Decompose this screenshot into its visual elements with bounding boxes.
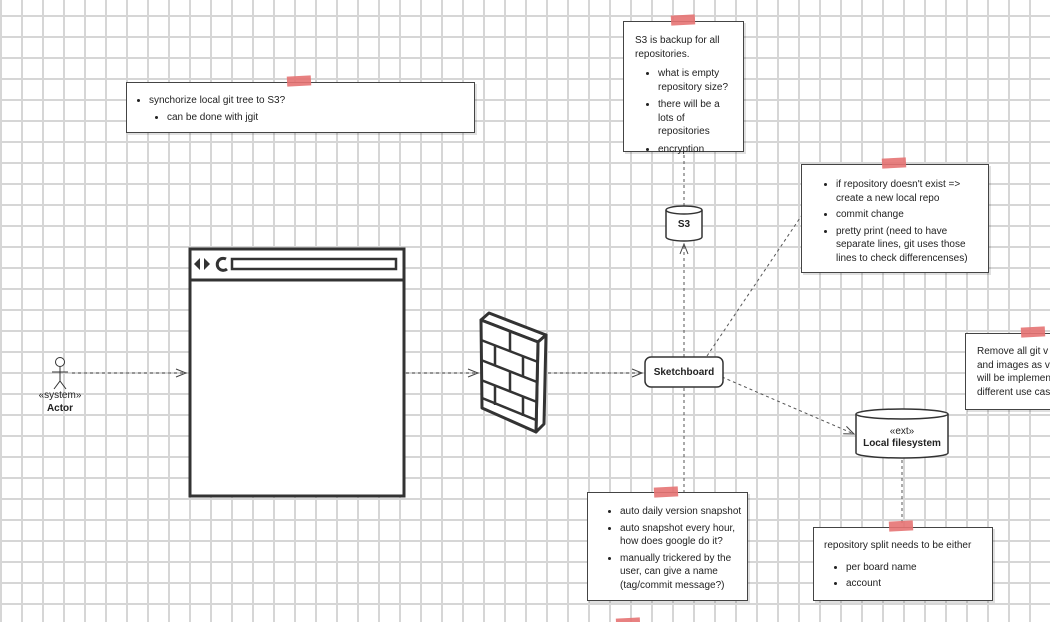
actor-icon[interactable] [52, 357, 68, 390]
browser-window-icon[interactable] [188, 247, 406, 498]
tape-decoration [670, 14, 696, 26]
note-s3-backup[interactable]: S3 is backup for all repositories. what … [623, 21, 744, 155]
s3-label: S3 [677, 219, 691, 230]
local-filesystem-database-icon[interactable] [855, 408, 949, 459]
note-remove[interactable]: Remove all git v and images as v will be… [965, 333, 1050, 410]
list-item: if repository doesn't exist => create a … [836, 178, 984, 205]
list-item: manually trickered by the user, can give… [620, 552, 747, 593]
connector-sketchboard-localfs [721, 376, 854, 434]
note-split[interactable]: repository split needs to be either per … [813, 527, 993, 601]
sketchboard-label: Sketchboard [653, 367, 715, 378]
note-sync-subitem: can be done with jgit [167, 111, 466, 125]
note-remove-text: Remove all git v and images as v will be… [977, 346, 1050, 398]
list-item: auto snapshot every hour, how does googl… [620, 522, 747, 549]
tape-decoration [653, 486, 679, 498]
list-item: auto daily version snapshot [620, 505, 747, 519]
tape-decoration [881, 157, 907, 169]
list-item: encryption [658, 143, 737, 157]
note-sync[interactable]: synchorize local git tree to S3? can be … [126, 82, 475, 133]
list-item: account [846, 577, 986, 591]
firewall-icon[interactable] [479, 311, 548, 434]
s3-database-icon[interactable] [665, 205, 703, 242]
sketchboard-box[interactable] [644, 356, 724, 388]
local-filesystem-stereotype: «ext» [889, 426, 915, 437]
tape-decoration [286, 75, 312, 87]
note-s3-backup-text: S3 is backup for all repositories. [635, 35, 720, 60]
actor-stereotype: «system» [38, 390, 82, 401]
tape-decoration [615, 617, 641, 622]
note-split-text: repository split needs to be either [824, 540, 972, 551]
tape-decoration [888, 520, 914, 532]
note-snapshot[interactable]: auto daily version snapshot auto snapsho… [587, 492, 748, 601]
note-repo-create[interactable]: if repository doesn't exist => create a … [801, 164, 989, 273]
note-sync-item: synchorize local git tree to S3? can be … [149, 94, 466, 124]
local-filesystem-label: Local filesystem [863, 438, 941, 449]
tape-decoration [1020, 326, 1046, 338]
list-item: what is empty repository size? [658, 67, 737, 94]
connector-sketchboard-note-repo [706, 214, 803, 357]
list-item: per board name [846, 561, 986, 575]
actor-name: Actor [46, 403, 74, 414]
list-item: there will be a lots of repositories [658, 98, 737, 139]
list-item: pretty print (need to have separate line… [836, 225, 984, 266]
list-item: commit change [836, 208, 984, 222]
